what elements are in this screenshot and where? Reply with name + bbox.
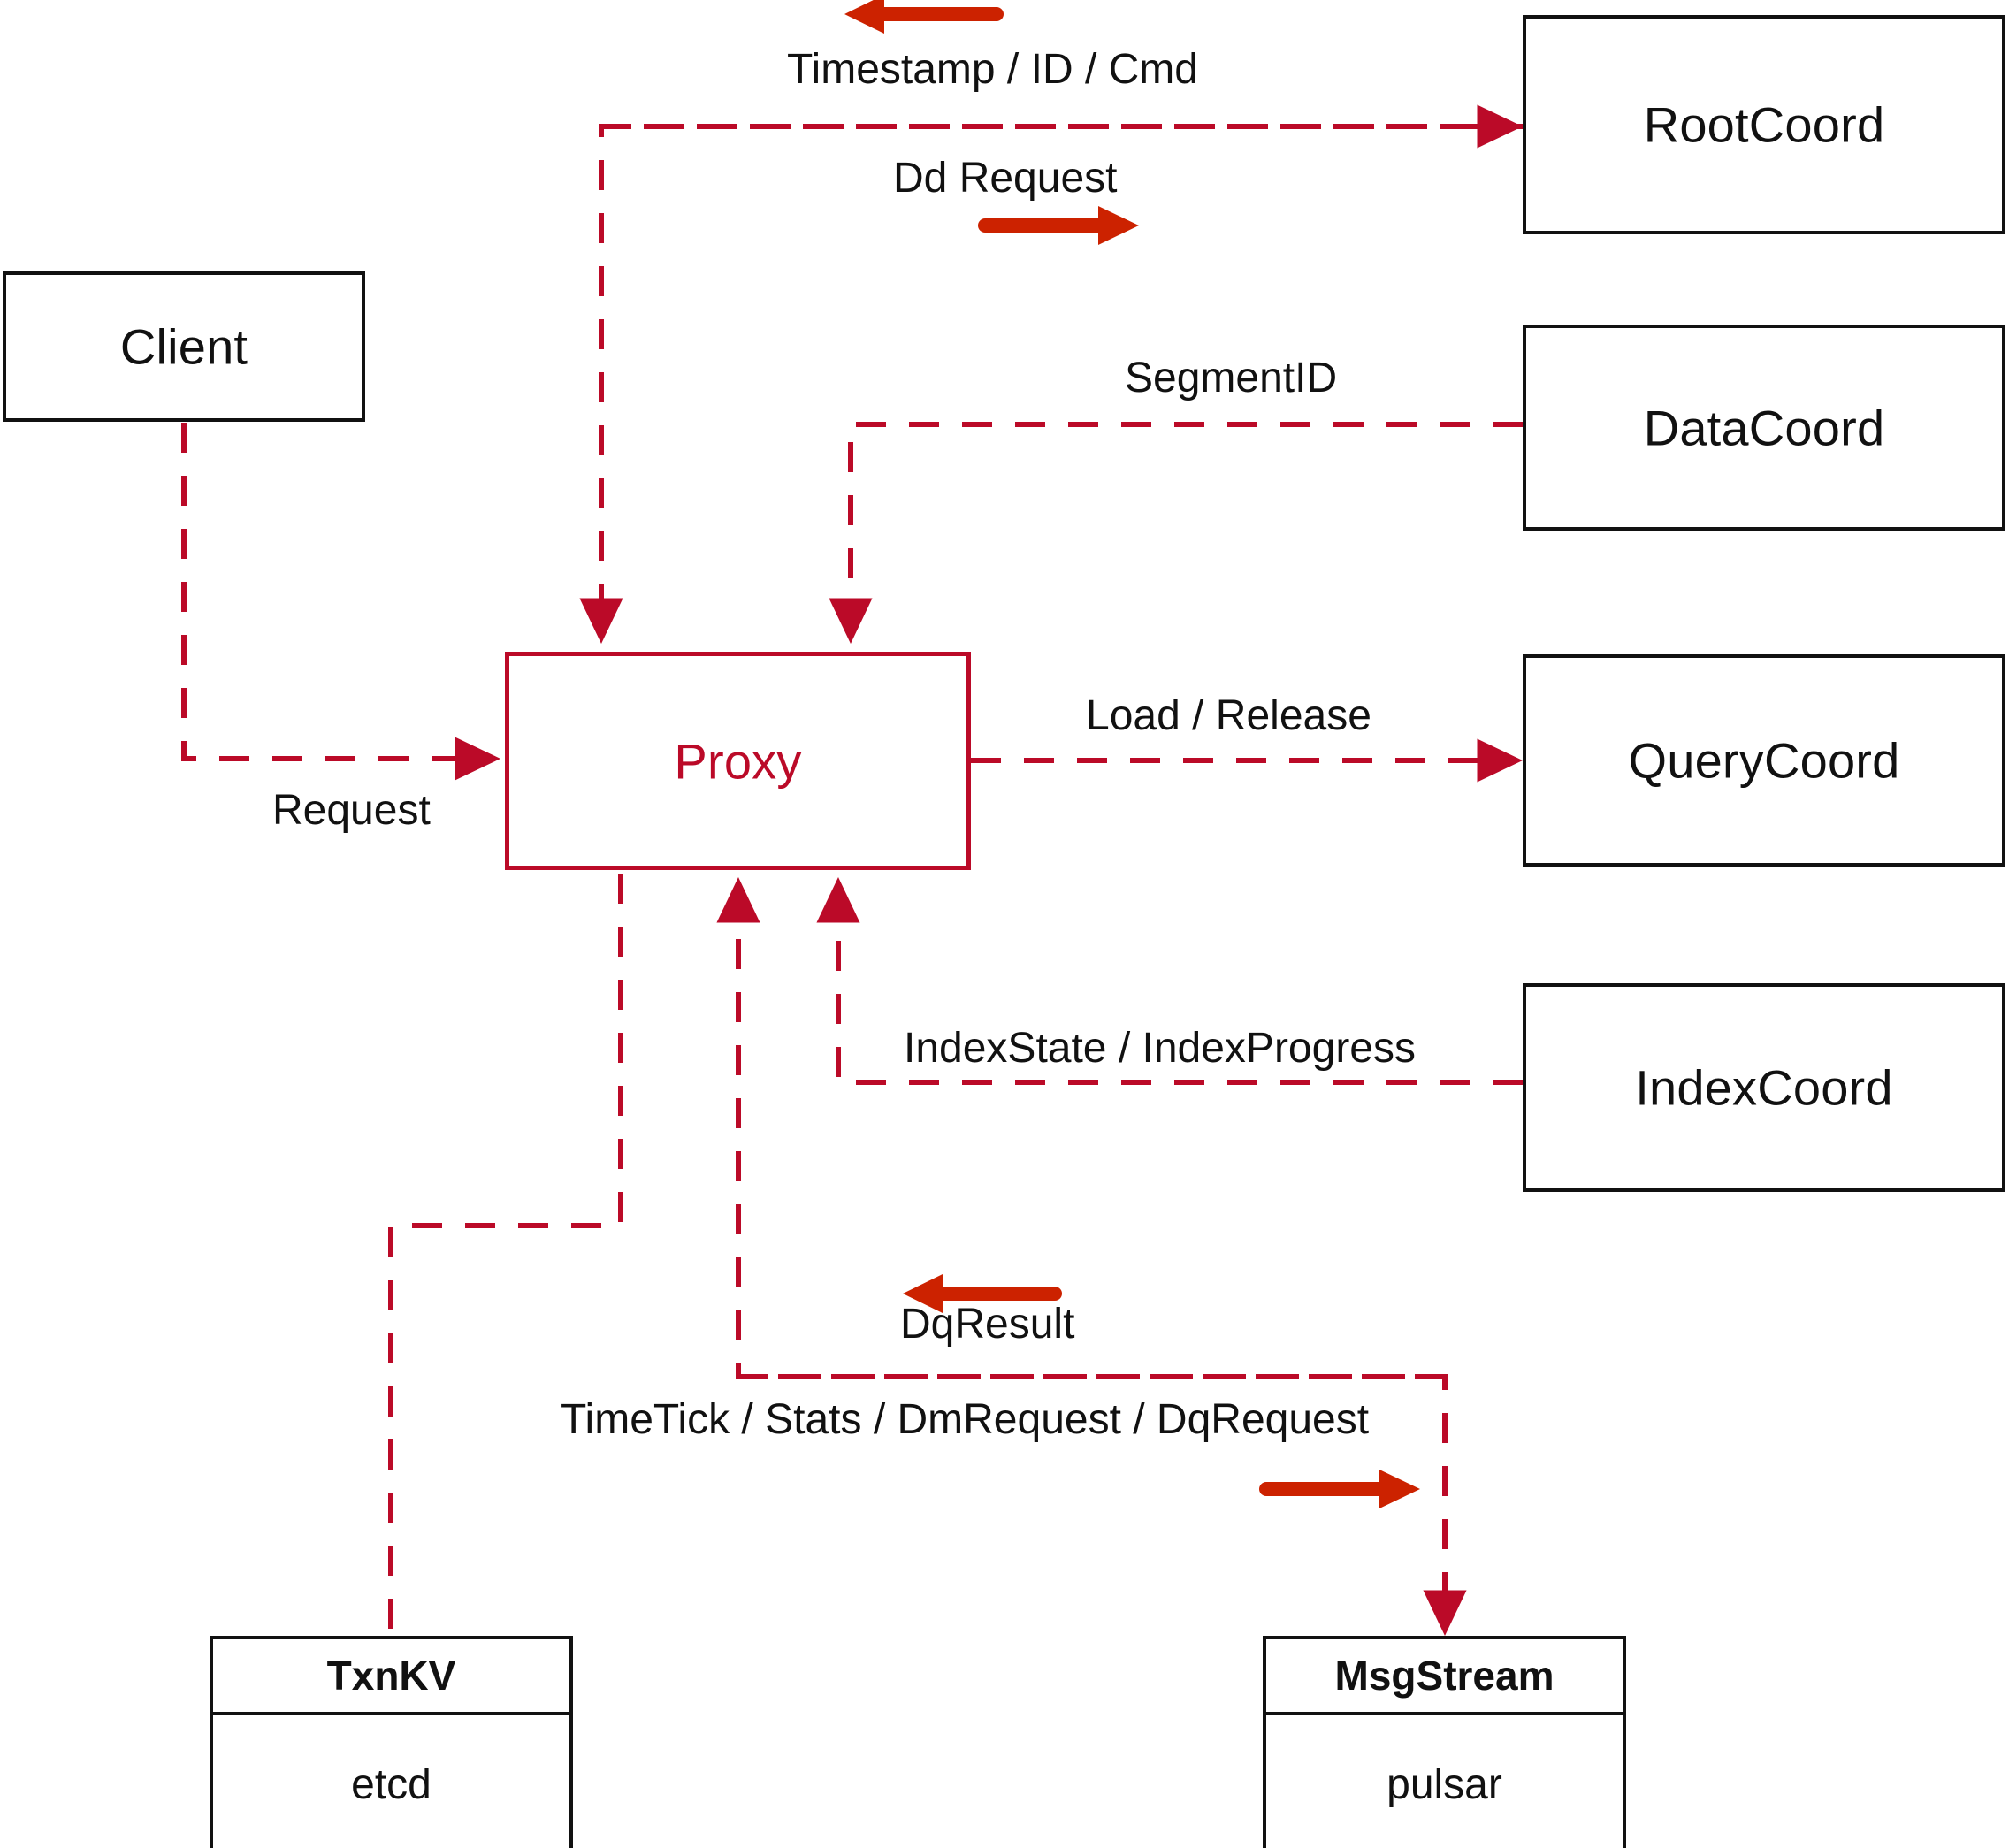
edge-rootcoord-to-proxy (579, 124, 1523, 645)
node-querycoord-label: QueryCoord (1628, 732, 1900, 789)
node-client-label: Client (119, 318, 248, 375)
edge-label-index-state: IndexState / IndexProgress (904, 1025, 1416, 1072)
left-arrow-icon-dqresult (903, 1274, 1062, 1313)
edge-label-load-release: Load / Release (1086, 692, 1371, 739)
node-indexcoord[interactable]: IndexCoord (1523, 983, 2005, 1192)
node-txnkv-body: etcd (213, 1715, 569, 1848)
node-txnkv-header-label: TxnKV (326, 1653, 456, 1699)
edge-label-dq-result: DqResult (900, 1301, 1075, 1348)
edge-label-dd-request: Dd Request (893, 155, 1118, 202)
node-msgstream-body-label: pulsar (1386, 1760, 1502, 1808)
right-arrow-icon-timetick (1259, 1470, 1420, 1508)
edge-label-timetick-stats: TimeTick / Stats / DmRequest / DqRequest (561, 1396, 1370, 1443)
node-msgstream-header-label: MsgStream (1334, 1653, 1554, 1699)
node-txnkv[interactable]: TxnKV etcd (210, 1636, 573, 1848)
right-arrow-icon-ddrequest (978, 206, 1139, 245)
node-txnkv-body-label: etcd (351, 1760, 432, 1808)
edge-label-timestamp-id-cmd: Timestamp / ID / Cmd (787, 46, 1198, 93)
edge-msgstream-to-proxy (716, 876, 1445, 1379)
node-proxy-label: Proxy (674, 733, 802, 789)
node-msgstream-header: MsgStream (1266, 1639, 1623, 1715)
edge-client-to-proxy (181, 423, 501, 781)
node-txnkv-header: TxnKV (213, 1639, 569, 1715)
node-proxy[interactable]: Proxy (505, 652, 971, 870)
node-msgstream-body: pulsar (1266, 1715, 1623, 1848)
node-datacoord-label: DataCoord (1643, 400, 1885, 455)
edge-proxy-to-msgstream (738, 1374, 1467, 1637)
node-indexcoord-label: IndexCoord (1635, 1059, 1893, 1116)
node-querycoord[interactable]: QueryCoord (1523, 654, 2005, 867)
node-rootcoord[interactable]: RootCoord (1523, 15, 2005, 234)
node-datacoord[interactable]: DataCoord (1523, 325, 2005, 531)
edge-label-segmentid: SegmentID (1125, 355, 1338, 401)
edge-proxy-to-txnkv (388, 874, 623, 1632)
edge-label-request: Request (272, 787, 431, 834)
edge-datacoord-to-proxy (829, 422, 1523, 645)
node-msgstream[interactable]: MsgStream pulsar (1263, 1636, 1626, 1848)
node-rootcoord-label: RootCoord (1643, 96, 1885, 153)
edge-indexcoord-to-proxy (816, 876, 1523, 1085)
node-client[interactable]: Client (3, 271, 365, 422)
direction-glyph-group (844, 0, 1420, 1508)
left-arrow-icon-timestamp (844, 0, 1004, 34)
